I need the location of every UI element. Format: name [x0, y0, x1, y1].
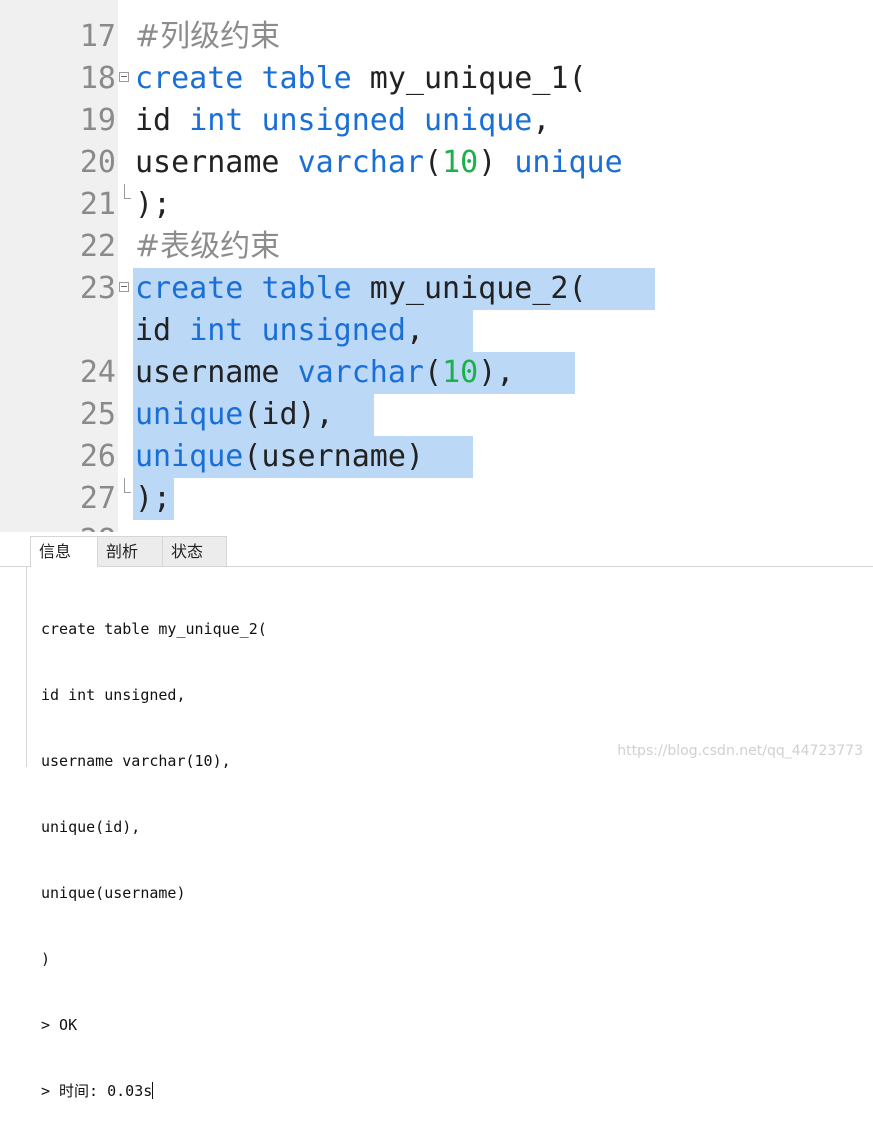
- output-line: ): [41, 950, 51, 968]
- code-line-selected[interactable]: 27 unique(id),: [0, 394, 873, 516]
- line-number: 20: [79, 145, 116, 180]
- tab-info[interactable]: 信息: [30, 536, 98, 567]
- code-line-selected[interactable]: 28 unique(username): [0, 436, 873, 532]
- panel-divider: [26, 566, 27, 767]
- tab-status[interactable]: 状态: [162, 536, 227, 566]
- output-line: unique(username): [41, 884, 186, 902]
- code-text: );: [135, 187, 172, 222]
- line-number: 25: [79, 397, 116, 432]
- output-line: > OK: [41, 1016, 78, 1034]
- output-line: id int unsigned,: [41, 686, 186, 704]
- code-line[interactable]: 19 create table my_unique_1(: [0, 58, 873, 138]
- code-text: unique(username): [135, 439, 424, 474]
- code-line[interactable]: 23 #表级约束: [0, 226, 873, 306]
- code-line[interactable]: 22 );: [0, 184, 873, 264]
- fold-end-marker: [124, 184, 131, 199]
- fold-end-marker: [124, 478, 131, 493]
- code-line[interactable]: 17: [0, 0, 873, 54]
- result-panel: 信息 剖析 状态 create table my_unique_2( id in…: [0, 532, 873, 1100]
- selection-highlight: [133, 436, 473, 478]
- code-line-selected[interactable]: 24 create table my_unique_2(: [0, 268, 873, 390]
- code-line[interactable]: 21 username varchar(10) unique: [0, 142, 873, 222]
- message-output[interactable]: create table my_unique_2( id int unsigne…: [41, 574, 267, 1146]
- line-number: 17: [79, 19, 116, 54]
- fold-toggle-icon[interactable]: [119, 282, 129, 292]
- code-line[interactable]: 20 id int unsigned unique,: [0, 100, 873, 180]
- watermark: https://blog.csdn.net/qq_44723773: [617, 743, 863, 759]
- line-number: 24: [79, 355, 116, 390]
- selection-highlight: [133, 352, 575, 394]
- code-line[interactable]: 18 #列级约束: [0, 16, 873, 96]
- line-number: 21: [79, 187, 116, 222]
- tab-profile[interactable]: 剖析: [97, 536, 163, 566]
- fold-toggle-icon[interactable]: [119, 72, 129, 82]
- code-text: id int unsigned,: [135, 313, 424, 348]
- code-line-selected[interactable]: 25 id int unsigned,: [0, 310, 873, 432]
- selection-highlight: [133, 394, 374, 436]
- code-text: username varchar(10) unique: [135, 145, 623, 180]
- code-line-selected[interactable]: 26 username varchar(10),: [0, 352, 873, 474]
- text-cursor: [152, 1082, 154, 1099]
- output-line: unique(id),: [41, 818, 141, 836]
- code-text: username varchar(10),: [135, 355, 515, 390]
- line-number: 22: [79, 229, 116, 264]
- output-line-last: > 时间: 0.03s: [41, 1080, 267, 1102]
- code-text: create table my_unique_1(: [135, 61, 587, 96]
- line-number: 19: [79, 103, 116, 138]
- line-number: 23: [79, 271, 116, 306]
- comment-text: #表级约束: [135, 229, 281, 264]
- selection-highlight: [133, 310, 473, 352]
- line-number: 26: [79, 439, 116, 474]
- selection-highlight: [133, 478, 174, 520]
- code-text: unique(id),: [135, 397, 334, 432]
- code-text: create table my_unique_2(: [135, 271, 587, 306]
- code-text: );: [135, 481, 172, 516]
- line-number: 18: [79, 61, 116, 96]
- line-number: 27: [79, 481, 116, 516]
- code-text: id int unsigned unique,: [135, 103, 551, 138]
- line-number: 28: [70, 520, 116, 532]
- output-line: create table my_unique_2(: [41, 620, 267, 638]
- output-line-text: > 时间: 0.03s: [41, 1082, 153, 1100]
- result-tabbar: 信息 剖析 状态: [0, 532, 873, 567]
- selection-highlight: [133, 268, 655, 310]
- sql-editor[interactable]: 17 18 #列级约束 19 create table my_unique_1(…: [0, 0, 873, 532]
- output-line: username varchar(10),: [41, 752, 231, 770]
- code-line-selected[interactable]: 29 );: [0, 478, 873, 520]
- comment-text: #列级约束: [135, 19, 281, 54]
- line-number-gutter: [0, 0, 118, 532]
